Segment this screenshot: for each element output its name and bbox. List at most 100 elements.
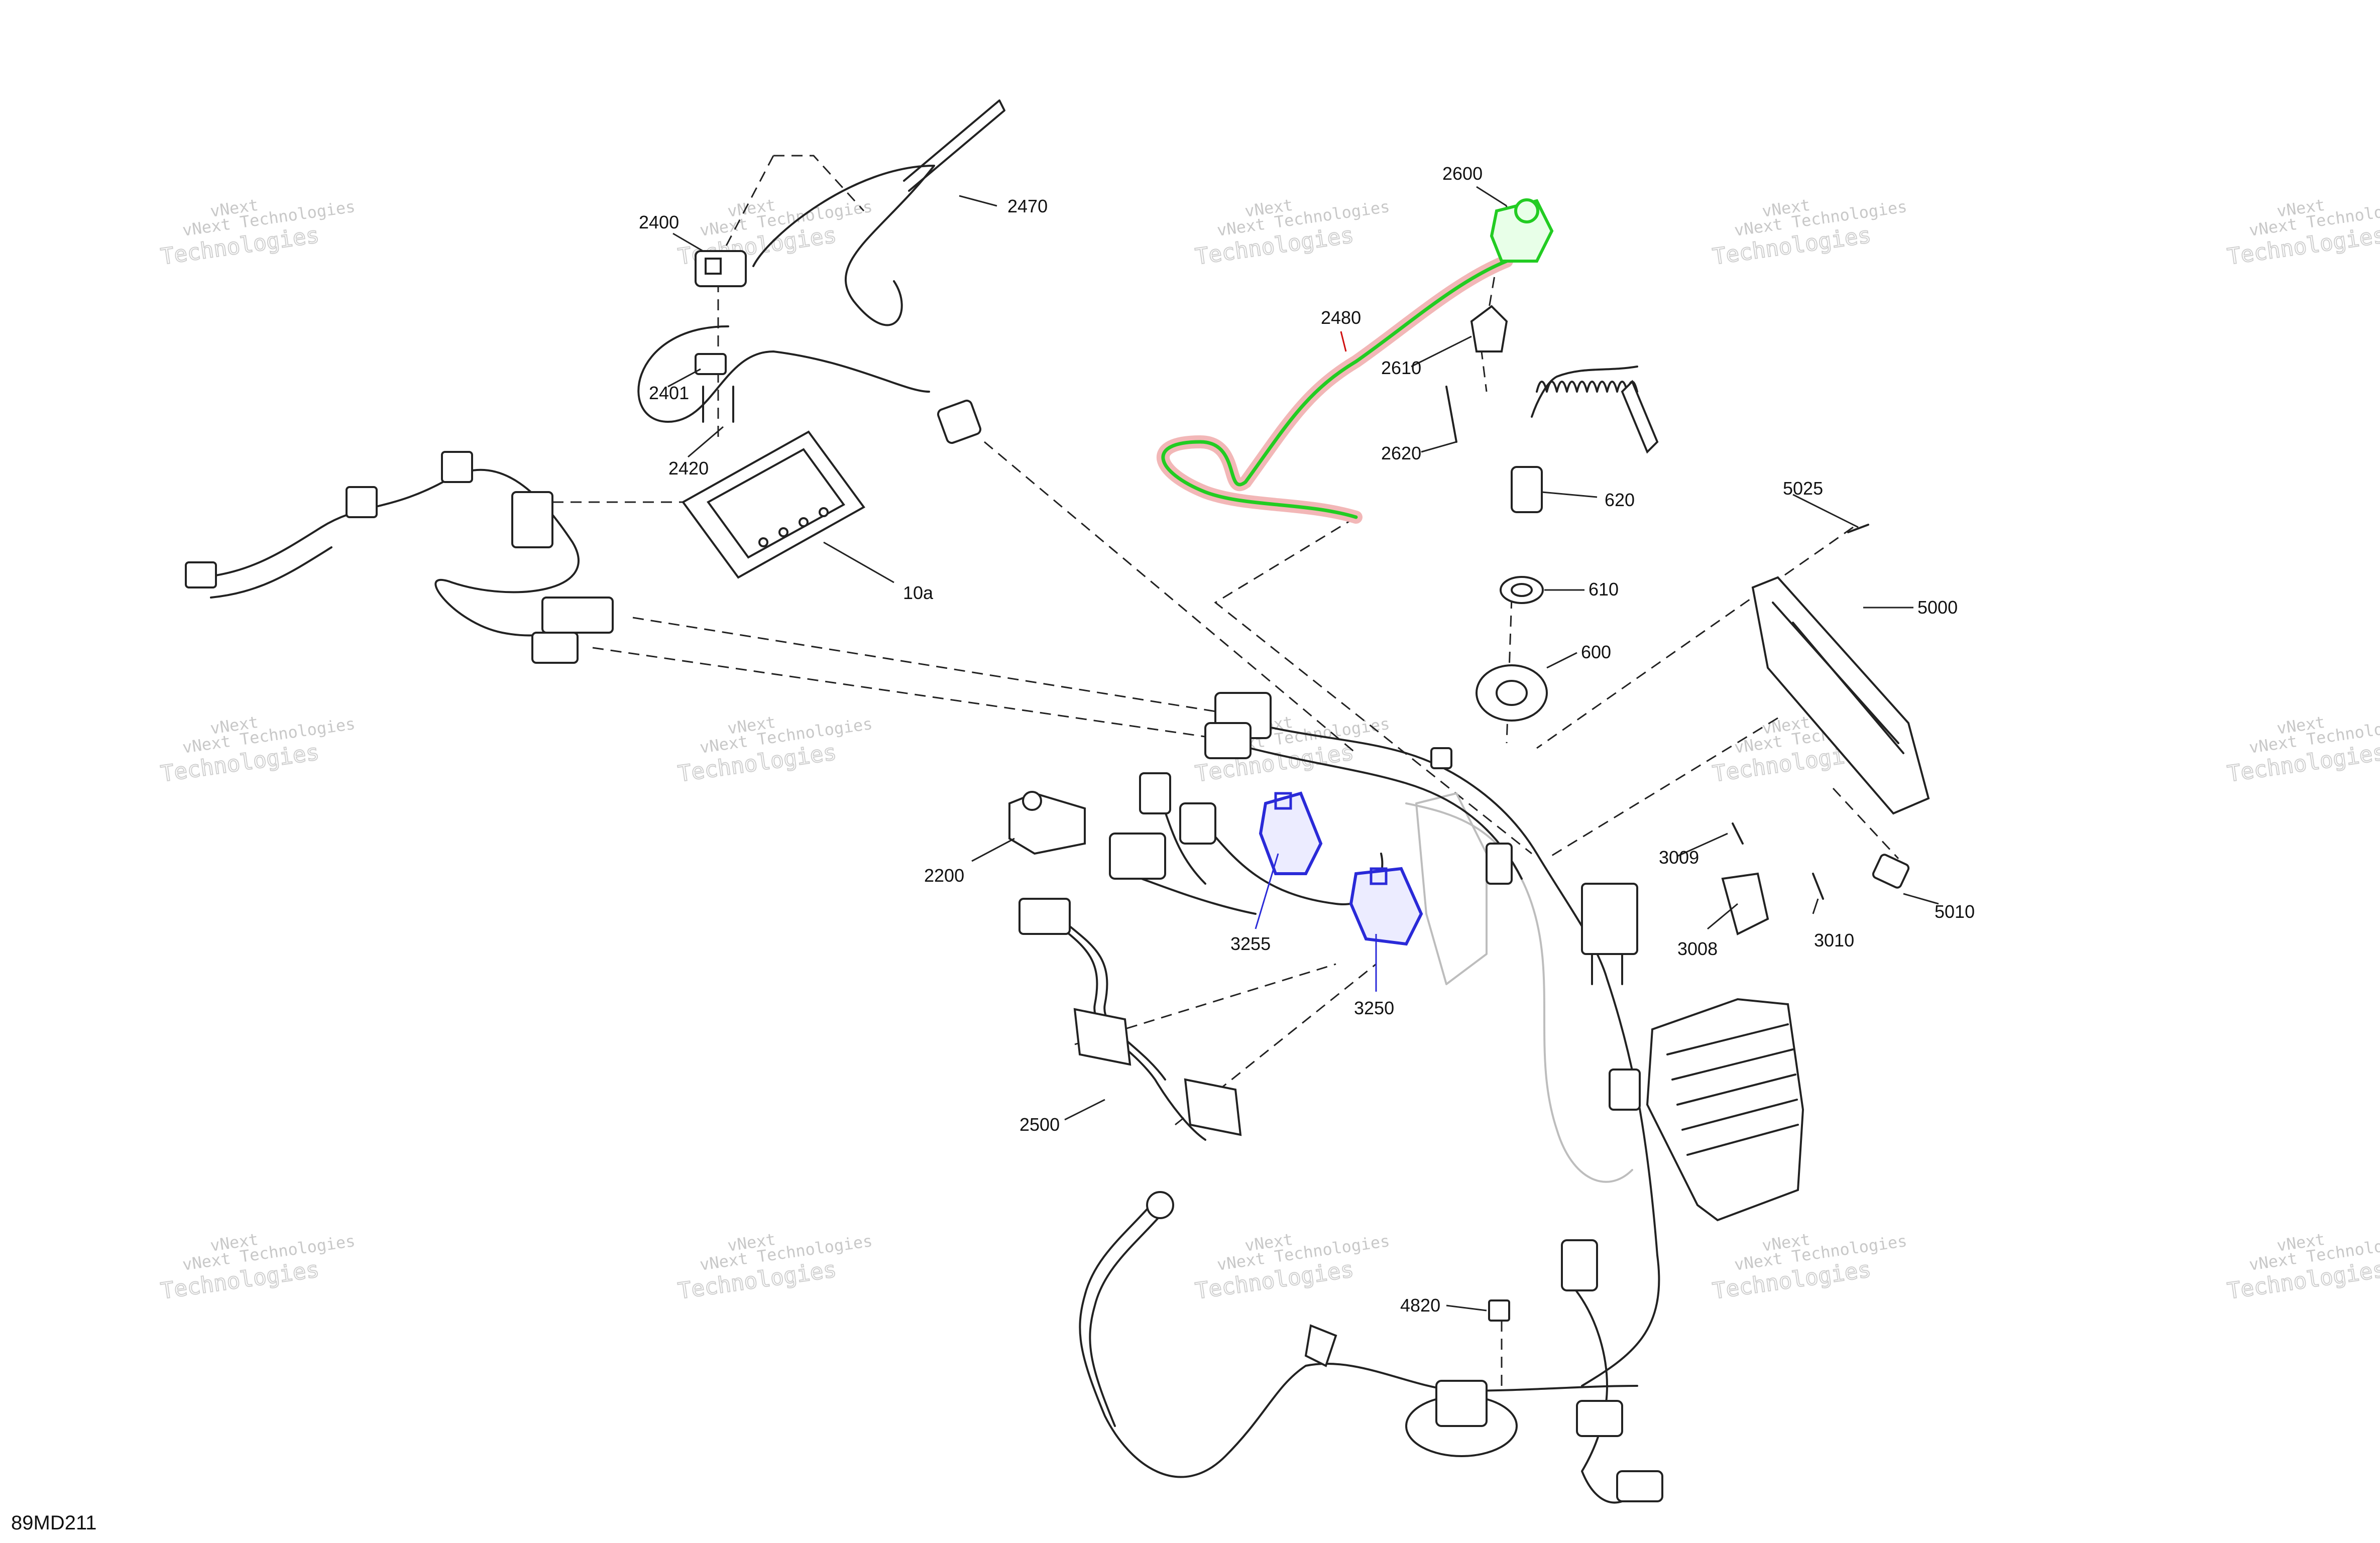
connector: [1109, 833, 1166, 880]
clip-body: [695, 353, 727, 375]
switch-2400: [695, 250, 747, 287]
leader-2620: [1421, 441, 1457, 453]
screw-3010: [1812, 873, 1824, 900]
leader-3008: [1707, 903, 1738, 930]
leader-2500: [1064, 1099, 1105, 1121]
connector-body: [937, 399, 982, 444]
callout-2610: 2610: [1381, 358, 1421, 378]
left-harness: [185, 451, 614, 664]
callout-2420: 2420: [668, 458, 709, 479]
lanyard-clip: [1621, 380, 1659, 454]
connector: [1430, 747, 1452, 769]
leaders: [667, 186, 1939, 1312]
connector: [1073, 1008, 1131, 1066]
sensor-2200: [1008, 791, 1086, 855]
callout-2401: 2401: [649, 383, 689, 403]
screw: [1445, 386, 1457, 443]
lanyard-cord: [1531, 366, 1638, 418]
leader-3010: [1812, 898, 1819, 914]
clip-2401: [695, 353, 727, 375]
callout-600: 600: [1581, 642, 1611, 662]
connector-3255-body: [1259, 791, 1323, 875]
callout-5000: 5000: [1917, 597, 1958, 618]
screw-3009: [1732, 822, 1744, 845]
bracket-3008: [1721, 872, 1769, 935]
sensor-cap: [1514, 198, 1539, 223]
callout-610: 610: [1589, 579, 1619, 600]
screw-5025: [1847, 524, 1869, 533]
connector: [1139, 772, 1171, 814]
dashed-line: [592, 647, 1216, 739]
callout-2400: 2400: [639, 212, 679, 232]
harness-wire: [1571, 1284, 1623, 1504]
watermark: vNext vNext Technologies Technologies: [159, 195, 357, 271]
relay-3155: [1581, 883, 1638, 985]
watermark: vNext vNext Technologies Technologies: [2225, 713, 2380, 788]
callout-2480: 2480: [1321, 307, 1361, 328]
connector: [1486, 843, 1513, 885]
switch-center: [1496, 680, 1528, 706]
dashed-line: [717, 155, 774, 262]
display-button: [799, 517, 809, 527]
callout-3255: 3255: [1230, 933, 1271, 954]
callout-5010: 5010: [1935, 901, 1975, 922]
screws-2420: [702, 386, 734, 423]
watermark: vNext vNext Technologies Technologies: [159, 713, 357, 788]
connector-handlebar: [937, 399, 982, 444]
callout-4820: 4820: [1400, 1295, 1440, 1316]
leader-2400: [672, 232, 704, 252]
ring-terminal: [1146, 1191, 1174, 1219]
lanyard-key: [1511, 466, 1543, 513]
harness-2500: [1018, 898, 1242, 1141]
watermark: vNext vNext Technologies Technologies: [2225, 195, 2380, 271]
harness-wire: [1161, 259, 1509, 519]
harness-main: [200, 468, 604, 637]
assembly-dashed-lines: [552, 155, 1899, 1386]
leader-620: [1541, 491, 1598, 498]
frame-ghost: [1415, 792, 1488, 985]
switch-600: [1476, 664, 1548, 722]
leader-2600: [1476, 186, 1507, 207]
watermark: vNext vNext Technologies Technologies: [1193, 195, 1391, 271]
harness-branch: [210, 546, 332, 599]
connector-3250-body: [1349, 867, 1423, 946]
connector-3250-highlight: [1349, 867, 1423, 946]
screw: [1732, 822, 1744, 845]
callout-labels: 2600 2470 2400 2480 2610 2401 2620 2420 …: [639, 163, 1975, 1316]
diagram-code: 89MD211: [11, 1512, 96, 1534]
dashed-line: [1546, 717, 1778, 860]
connector: [1609, 1069, 1641, 1111]
display-button: [778, 527, 788, 537]
sensor-body: [1008, 792, 1086, 855]
watermark: vNext vNext Technologies Technologies: [1711, 195, 1908, 271]
connector: [1616, 1470, 1663, 1502]
leader-600: [1546, 652, 1577, 669]
handlebar-grip: [903, 99, 1005, 192]
watermark: vNext vNext Technologies Technologies: [1193, 1230, 1391, 1305]
callout-2200: 2200: [924, 865, 964, 886]
leader-2610: [1411, 335, 1472, 368]
connector: [1204, 722, 1252, 759]
display-10a: [682, 430, 865, 579]
sensor-2600: [1490, 198, 1554, 263]
frame-ghost: [1405, 802, 1633, 1183]
clip: [1304, 1324, 1337, 1367]
connector: [1184, 1078, 1242, 1136]
display-screen: [707, 448, 845, 559]
connector: [1576, 1400, 1623, 1437]
lanyard-620: [1511, 366, 1659, 513]
fuse-box-body: [1646, 998, 1804, 1222]
dashed-line: [773, 155, 865, 212]
connector: [1018, 898, 1071, 935]
dashed-line: [984, 441, 1356, 754]
dashed-line: [1214, 516, 1532, 855]
leader-4820: [1446, 1304, 1487, 1312]
harness-cable: [637, 325, 930, 423]
dashed-line: [1536, 526, 1854, 749]
screw: [1847, 524, 1869, 533]
leader-2401: [667, 368, 701, 388]
watermark: vNext vNext Technologies Technologies: [676, 1230, 874, 1305]
leader-2470: [959, 195, 997, 207]
callout-2600: 2600: [1442, 163, 1483, 184]
